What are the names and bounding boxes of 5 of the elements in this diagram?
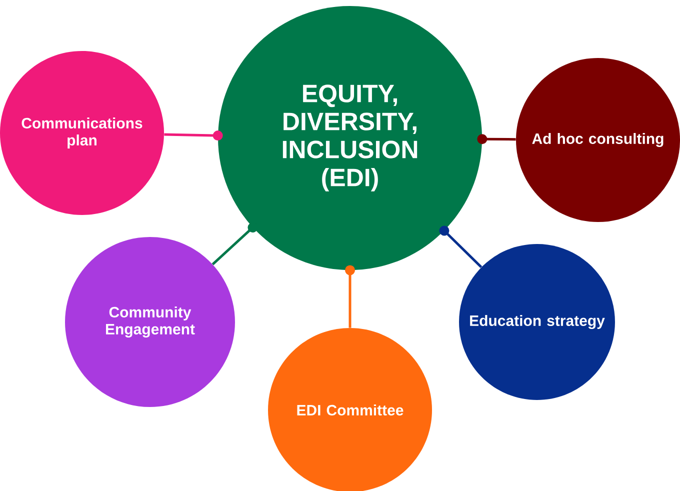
connector bbox=[477, 134, 516, 144]
connector bbox=[439, 226, 482, 268]
connector bbox=[212, 222, 258, 266]
connector bbox=[164, 130, 223, 141]
connector bbox=[345, 265, 355, 328]
